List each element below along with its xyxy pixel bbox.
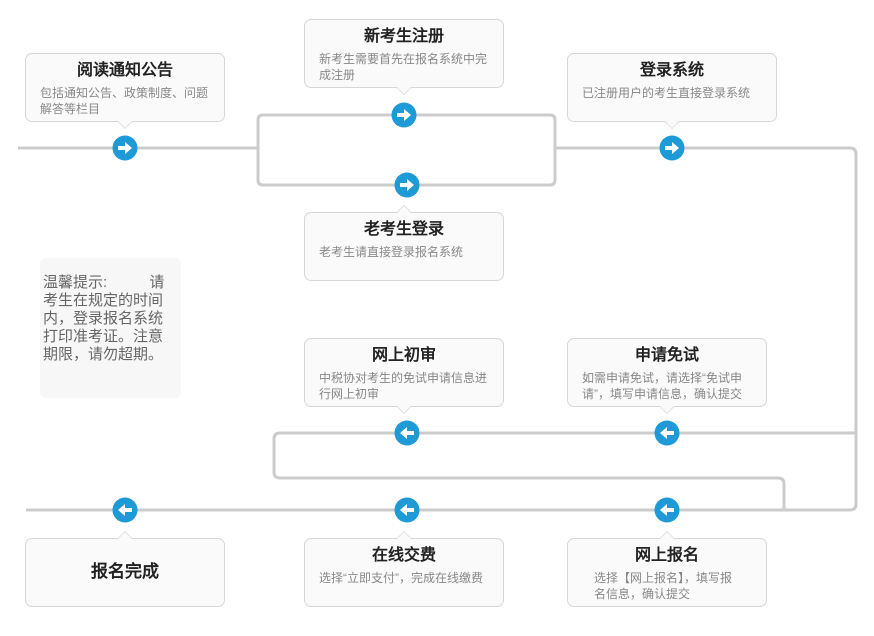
step-title: 登录系统 xyxy=(639,62,704,79)
step-desc: 已注册用户的考生直接登录系统 xyxy=(582,86,751,100)
flow-line-top-right xyxy=(26,146,858,512)
arrow-left-icon xyxy=(654,420,680,446)
step-desc: 选择【网上报名】，填写报名信息，确认提交 xyxy=(594,571,733,601)
step-title: 新考生注册 xyxy=(363,28,444,45)
arrow-right-icon xyxy=(112,135,138,161)
step-exemption: 申请免试 如需申请免试，请选择“免试申请”，填写申请信息，确认提交 xyxy=(567,338,767,414)
step-title: 报名完成 xyxy=(91,562,159,581)
notice-body: 请考生在规定的时间内，登录报名系统打印准考证。注意期限，请勿超期。 xyxy=(43,274,165,363)
step-title: 网上初审 xyxy=(371,347,436,364)
step-desc: 老考生请直接登录报名系统 xyxy=(319,245,464,259)
step-title: 申请免试 xyxy=(634,347,699,364)
step-old-login: 老考生登录 老考生请直接登录报名系统 xyxy=(304,205,504,281)
step-title: 在线交费 xyxy=(371,547,436,564)
step-desc: 中税协对考生的免试申请信息进行网上初审 xyxy=(319,371,488,401)
step-read-notice: 阅读通知公告 包括通知公告、政策制度、问题解答等栏目 xyxy=(25,53,225,129)
step-desc: 选择“立即支付”，完成在线缴费 xyxy=(319,571,483,585)
warm-tip-notice: 温馨提示: 请考生在规定的时间内，登录报名系统打印准考证。注意期限，请勿超期。 xyxy=(40,258,181,398)
step-payment: 在线交费 选择“立即支付”，完成在线缴费 xyxy=(304,531,504,607)
step-title: 老考生登录 xyxy=(363,221,444,238)
arrow-right-icon xyxy=(394,172,420,198)
step-complete: 报名完成 xyxy=(25,531,225,607)
flow-line-middle xyxy=(272,431,856,510)
step-desc: 新考生需要首先在报名系统中完成注册 xyxy=(319,52,488,82)
arrow-right-icon xyxy=(391,102,417,128)
step-online-signup: 网上报名 选择【网上报名】，填写报名信息，确认提交 xyxy=(567,531,767,607)
arrow-left-icon xyxy=(654,497,680,523)
notice-heading: 温馨提示: xyxy=(43,274,108,291)
flow-line-branch xyxy=(256,113,557,187)
arrow-right-icon xyxy=(659,135,685,161)
step-login: 登录系统 已注册用户的考生直接登录系统 xyxy=(567,53,777,129)
step-desc: 包括通知公告、政策制度、问题解答等栏目 xyxy=(40,86,209,116)
arrow-left-icon xyxy=(394,497,420,523)
step-review: 网上初审 中税协对考生的免试申请信息进行网上初审 xyxy=(304,338,504,414)
step-new-register: 新考生注册 新考生需要首先在报名系统中完成注册 xyxy=(304,19,504,95)
arrow-left-icon xyxy=(112,497,138,523)
arrow-left-icon xyxy=(394,420,420,446)
step-desc: 如需申请免试，请选择“免试申请”，填写申请信息，确认提交 xyxy=(582,371,742,401)
step-title: 阅读通知公告 xyxy=(76,62,173,79)
step-title: 网上报名 xyxy=(634,547,699,564)
